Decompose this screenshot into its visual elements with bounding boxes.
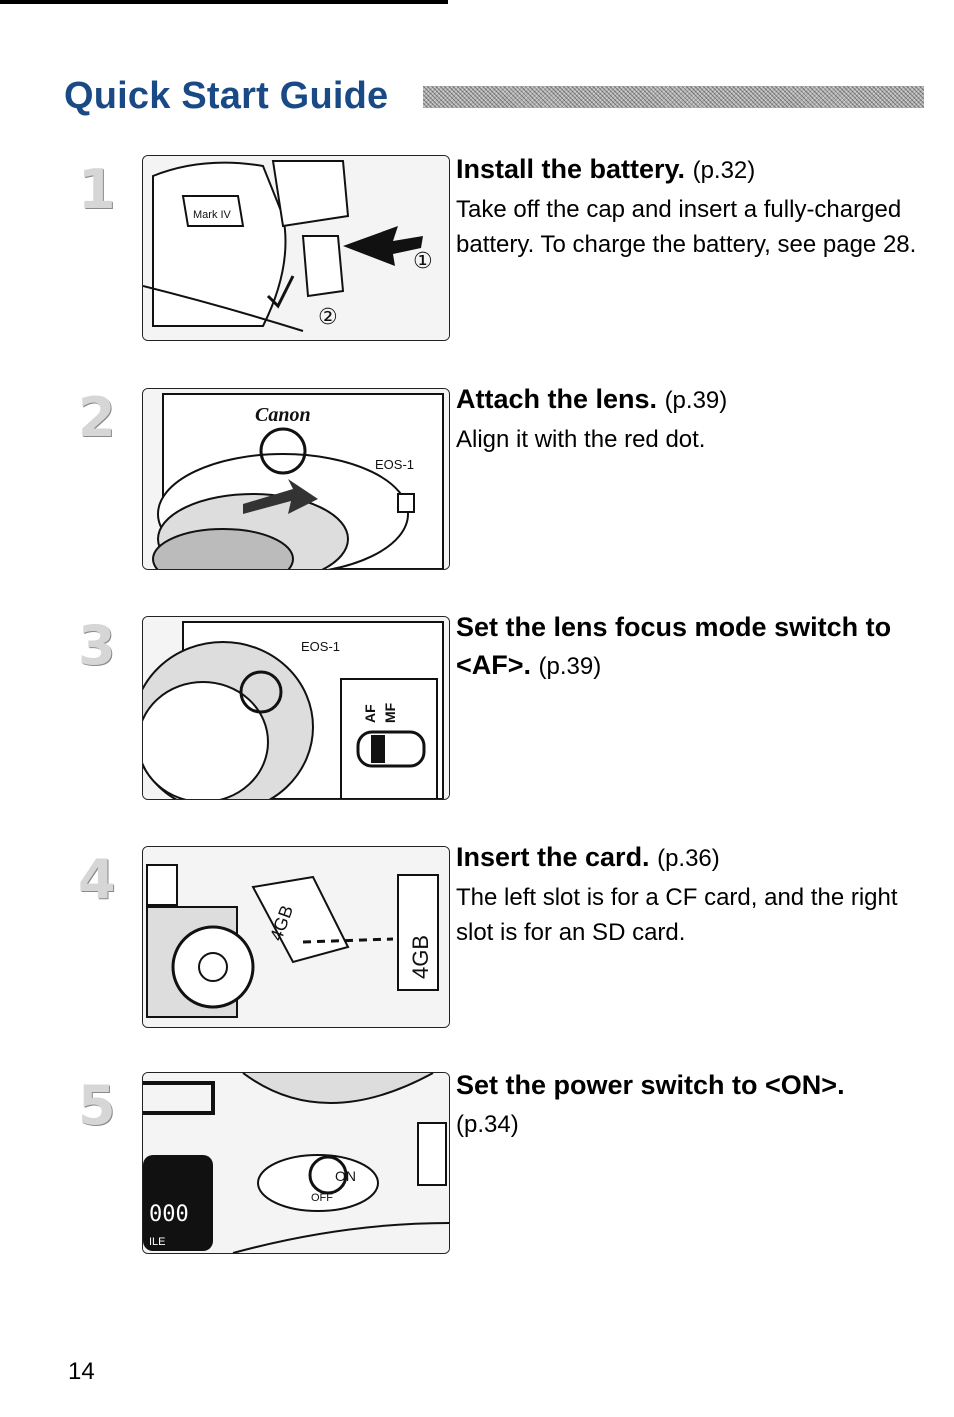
step-heading-text: Set the lens focus mode switch to <AF>. [456, 612, 892, 680]
step-heading: Install the battery. (p.32) [456, 150, 926, 190]
step-heading: Set the power switch to <ON>. (p.34) [456, 1066, 926, 1144]
on-label: ON [335, 1168, 356, 1184]
step-heading-text: Attach the lens. [456, 384, 658, 414]
step-text: Set the lens focus mode switch to <AF>. … [456, 608, 926, 686]
lcd-label: ILE [149, 1236, 166, 1248]
page-ref: (p.36) [657, 845, 720, 872]
top-rule [0, 0, 448, 4]
step-number: 5 [78, 1074, 116, 1137]
power-switch-drawing: 000 ILE ON OFF [143, 1073, 449, 1253]
mf-label: MF [382, 702, 398, 723]
eos-label: EOS-1 [301, 639, 340, 654]
mark-iv-label: Mark IV [193, 209, 232, 221]
battery-drawing: Mark IV ① ② [143, 156, 449, 340]
lcd-digits: 000 [149, 1202, 189, 1227]
page-number: 14 [68, 1358, 95, 1385]
callout-1: ① [413, 249, 433, 274]
step-heading-text: Set the power switch to <ON>. [456, 1070, 845, 1100]
step-body: Take off the cap and insert a fully-char… [456, 196, 917, 258]
step-text: Set the power switch to <ON>. (p.34) [456, 1066, 926, 1144]
eos-label: EOS-1 [375, 457, 414, 472]
off-label: OFF [311, 1192, 333, 1204]
lens-mount-illustration: Canon EOS-1 [142, 388, 450, 570]
step-body: The left slot is for a CF card, and the … [456, 884, 898, 946]
focus-switch-illustration: EOS-1 AF MF [142, 616, 450, 800]
step-heading: Attach the lens. (p.39) [456, 380, 926, 420]
page-title: Quick Start Guide [64, 75, 389, 117]
step-number: 1 [78, 158, 116, 221]
step-text: Attach the lens. (p.39) Align it with th… [456, 380, 926, 457]
card-slot-illustration: 4GB 4GB [142, 846, 450, 1028]
focus-switch-drawing: EOS-1 AF MF [143, 617, 449, 799]
step-number: 2 [78, 386, 116, 449]
canon-label: Canon [255, 404, 311, 426]
page-ref: (p.39) [664, 387, 728, 414]
sd-card-label: 4GB [408, 935, 433, 979]
page-ref: (p.39) [538, 653, 602, 680]
title-hatch-bar [423, 86, 924, 108]
step-heading-text: Install the battery. [456, 154, 686, 184]
step-body: Align it with the red dot. [456, 426, 706, 453]
callout-2: ② [318, 305, 338, 330]
step-heading: Set the lens focus mode switch to <AF>. … [456, 608, 926, 686]
step-text: Insert the card. (p.36) The left slot is… [456, 838, 926, 950]
step-heading-text: Insert the card. [456, 842, 650, 872]
page-ref: (p.34) [456, 1111, 519, 1138]
page-ref: (p.32) [692, 157, 756, 184]
af-label: AF [362, 704, 378, 723]
power-switch-illustration: 000 ILE ON OFF [142, 1072, 450, 1254]
card-slot-drawing: 4GB 4GB [143, 847, 449, 1027]
step-number: 3 [78, 614, 116, 677]
step-number: 4 [78, 848, 116, 911]
battery-illustration: Mark IV ① ② [142, 155, 450, 341]
lens-mount-drawing: Canon EOS-1 [143, 389, 449, 569]
step-text: Install the battery. (p.32) Take off the… [456, 150, 926, 262]
step-heading: Insert the card. (p.36) [456, 838, 926, 878]
